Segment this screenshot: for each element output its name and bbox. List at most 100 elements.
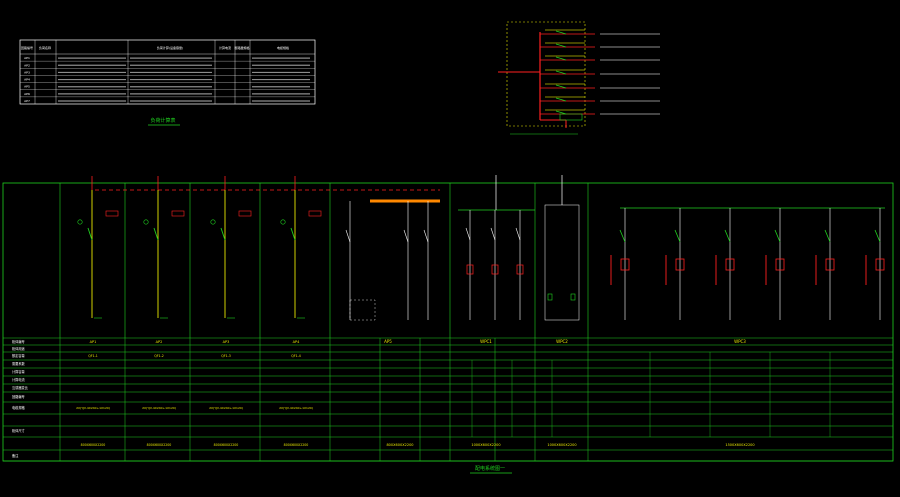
contactor-box [825,258,835,271]
panel-size-ap5: 800X600X2200 [386,443,413,447]
panel-size-wpc3: 1500X600X2200 [725,443,754,447]
breaker-icon [87,227,93,241]
relay-box [105,210,119,217]
feeder-cable: 2X(YJV-4X240+1X120) [142,406,176,410]
load-table-cell: AP5 [24,85,30,89]
breaker-icon [674,229,681,243]
load-table-cell: AP3 [24,70,30,74]
wpc2-frame [544,204,580,321]
breaker-icon [465,227,471,241]
load-table-header: 回路编号 [21,45,33,50]
panel-label-wpc2: WPC2 [556,339,568,344]
meter-icon [280,219,286,225]
row-label: 电缆规格 [12,405,26,410]
load-table-header: 计算电流 [219,45,231,50]
breaker-icon [153,227,159,241]
table-caption: 负荷计算表 [150,117,175,124]
meter-icon [143,219,149,225]
feeder-circuits [77,176,429,321]
load-table-header: 电缆规格 [277,45,289,50]
breaker-icon [490,227,496,241]
row-label: 需要系数 [12,361,26,366]
fuse-box [570,293,576,301]
load-table-cell: AP7 [24,99,30,103]
row-label: 柜体尺寸 [12,428,26,433]
relay-box [238,210,252,217]
schematic-branches [540,29,660,128]
panel-size-wpc1: 1000X600X2200 [471,443,500,447]
breaker-icon [824,229,831,243]
row-label: 计算电流 [12,377,26,382]
schematic-breaker-icon [555,56,567,61]
load-table-cell: AP1 [24,56,30,60]
schematic-breaker-icon [555,30,567,35]
feeder-cabinet: AP2 [156,340,163,344]
feeder-cable: 2X(YJV-4X240+1X120) [279,406,313,410]
main-diagram-frame [2,182,894,462]
breaker-icon [874,229,881,243]
panel-dividers [59,183,589,338]
feeder-size: 800X600X2200 [214,443,239,447]
schematic-terminal-box [559,113,583,121]
schematic-breaker-icon [555,110,567,115]
contactor-box [775,258,785,271]
panel-label-wpc3: WPC3 [734,339,746,344]
feeder-breaker: QF1-2 [154,354,164,358]
load-table-header: 负荷名称 [39,45,51,50]
schematic-breaker-icon [555,84,567,89]
contactor-box [620,258,630,271]
contactor-box [875,258,885,271]
feeder-size: 800X600X2200 [81,443,106,447]
feeder-cable: 2X(YJV-4X240+1X120) [76,406,110,410]
contactor-box [466,264,474,275]
contactor-box [516,264,524,275]
feeder-cabinet: AP4 [293,340,301,344]
feeder-breaker: QF1-1 [88,354,98,358]
row-label: 柜体编号 [12,339,25,344]
load-table-cell: AP2 [24,63,30,67]
contactor-box [725,258,735,271]
row-label: 互感器变比 [12,385,28,390]
relay-box [308,210,322,217]
parameter-table-grid [3,337,893,462]
motor-circuits [465,175,885,321]
feeder-breaker: QF1-4 [291,354,301,358]
feeder-breaker: QF1-3 [221,354,231,358]
row-label: 额定容量 [12,353,26,358]
breaker-icon [403,229,409,243]
breaker-icon [345,229,351,243]
feeder-cable: 2X(YJV-4X240+1X120) [209,406,243,410]
breaker-icon [724,229,731,243]
feeder-size: 800X600X2200 [284,443,309,447]
top-right-schematic [498,21,660,135]
load-calculation-table: 回路编号负荷名称负荷计算(设备容量)计算电流断路器规格电缆规格AP1AP2AP3… [19,39,316,105]
contactor-box [675,258,685,271]
breaker-icon [423,229,429,243]
schematic-breaker-icon [555,43,567,48]
breaker-icon [619,229,626,243]
meter-icon [210,219,216,225]
meter-icon [77,219,83,225]
panel-label-wpc1: WPC1 [480,339,492,344]
row-label: 计算容量 [12,369,26,374]
schematic-breaker-icon [555,70,567,75]
contactor-box [491,264,499,275]
breaker-icon [774,229,781,243]
feeder-cabinet: AP1 [90,340,97,344]
fuse-box [547,293,553,301]
row-labels: 柜体编号柜体用途额定容量需要系数计算容量计算电流互感器变比回路编号电缆规格柜体尺… [12,339,28,458]
panel-label-ap5: AP5 [384,339,392,344]
panel-size-wpc2: 1000X600X2200 [547,443,576,447]
breaker-icon [515,227,521,241]
load-table-border [19,39,316,105]
breaker-icon [220,227,226,241]
row-label: 备注 [12,453,19,458]
load-table-header: 断路器规格 [234,45,249,50]
feeder-cabinet: AP3 [223,340,230,344]
ap5-dashed-box [349,299,376,321]
load-table-cell: AP6 [24,92,30,96]
row-label: 柜体用途 [12,346,26,351]
load-table-cell: AP4 [24,78,30,82]
feeder-size: 800X600X2200 [147,443,172,447]
